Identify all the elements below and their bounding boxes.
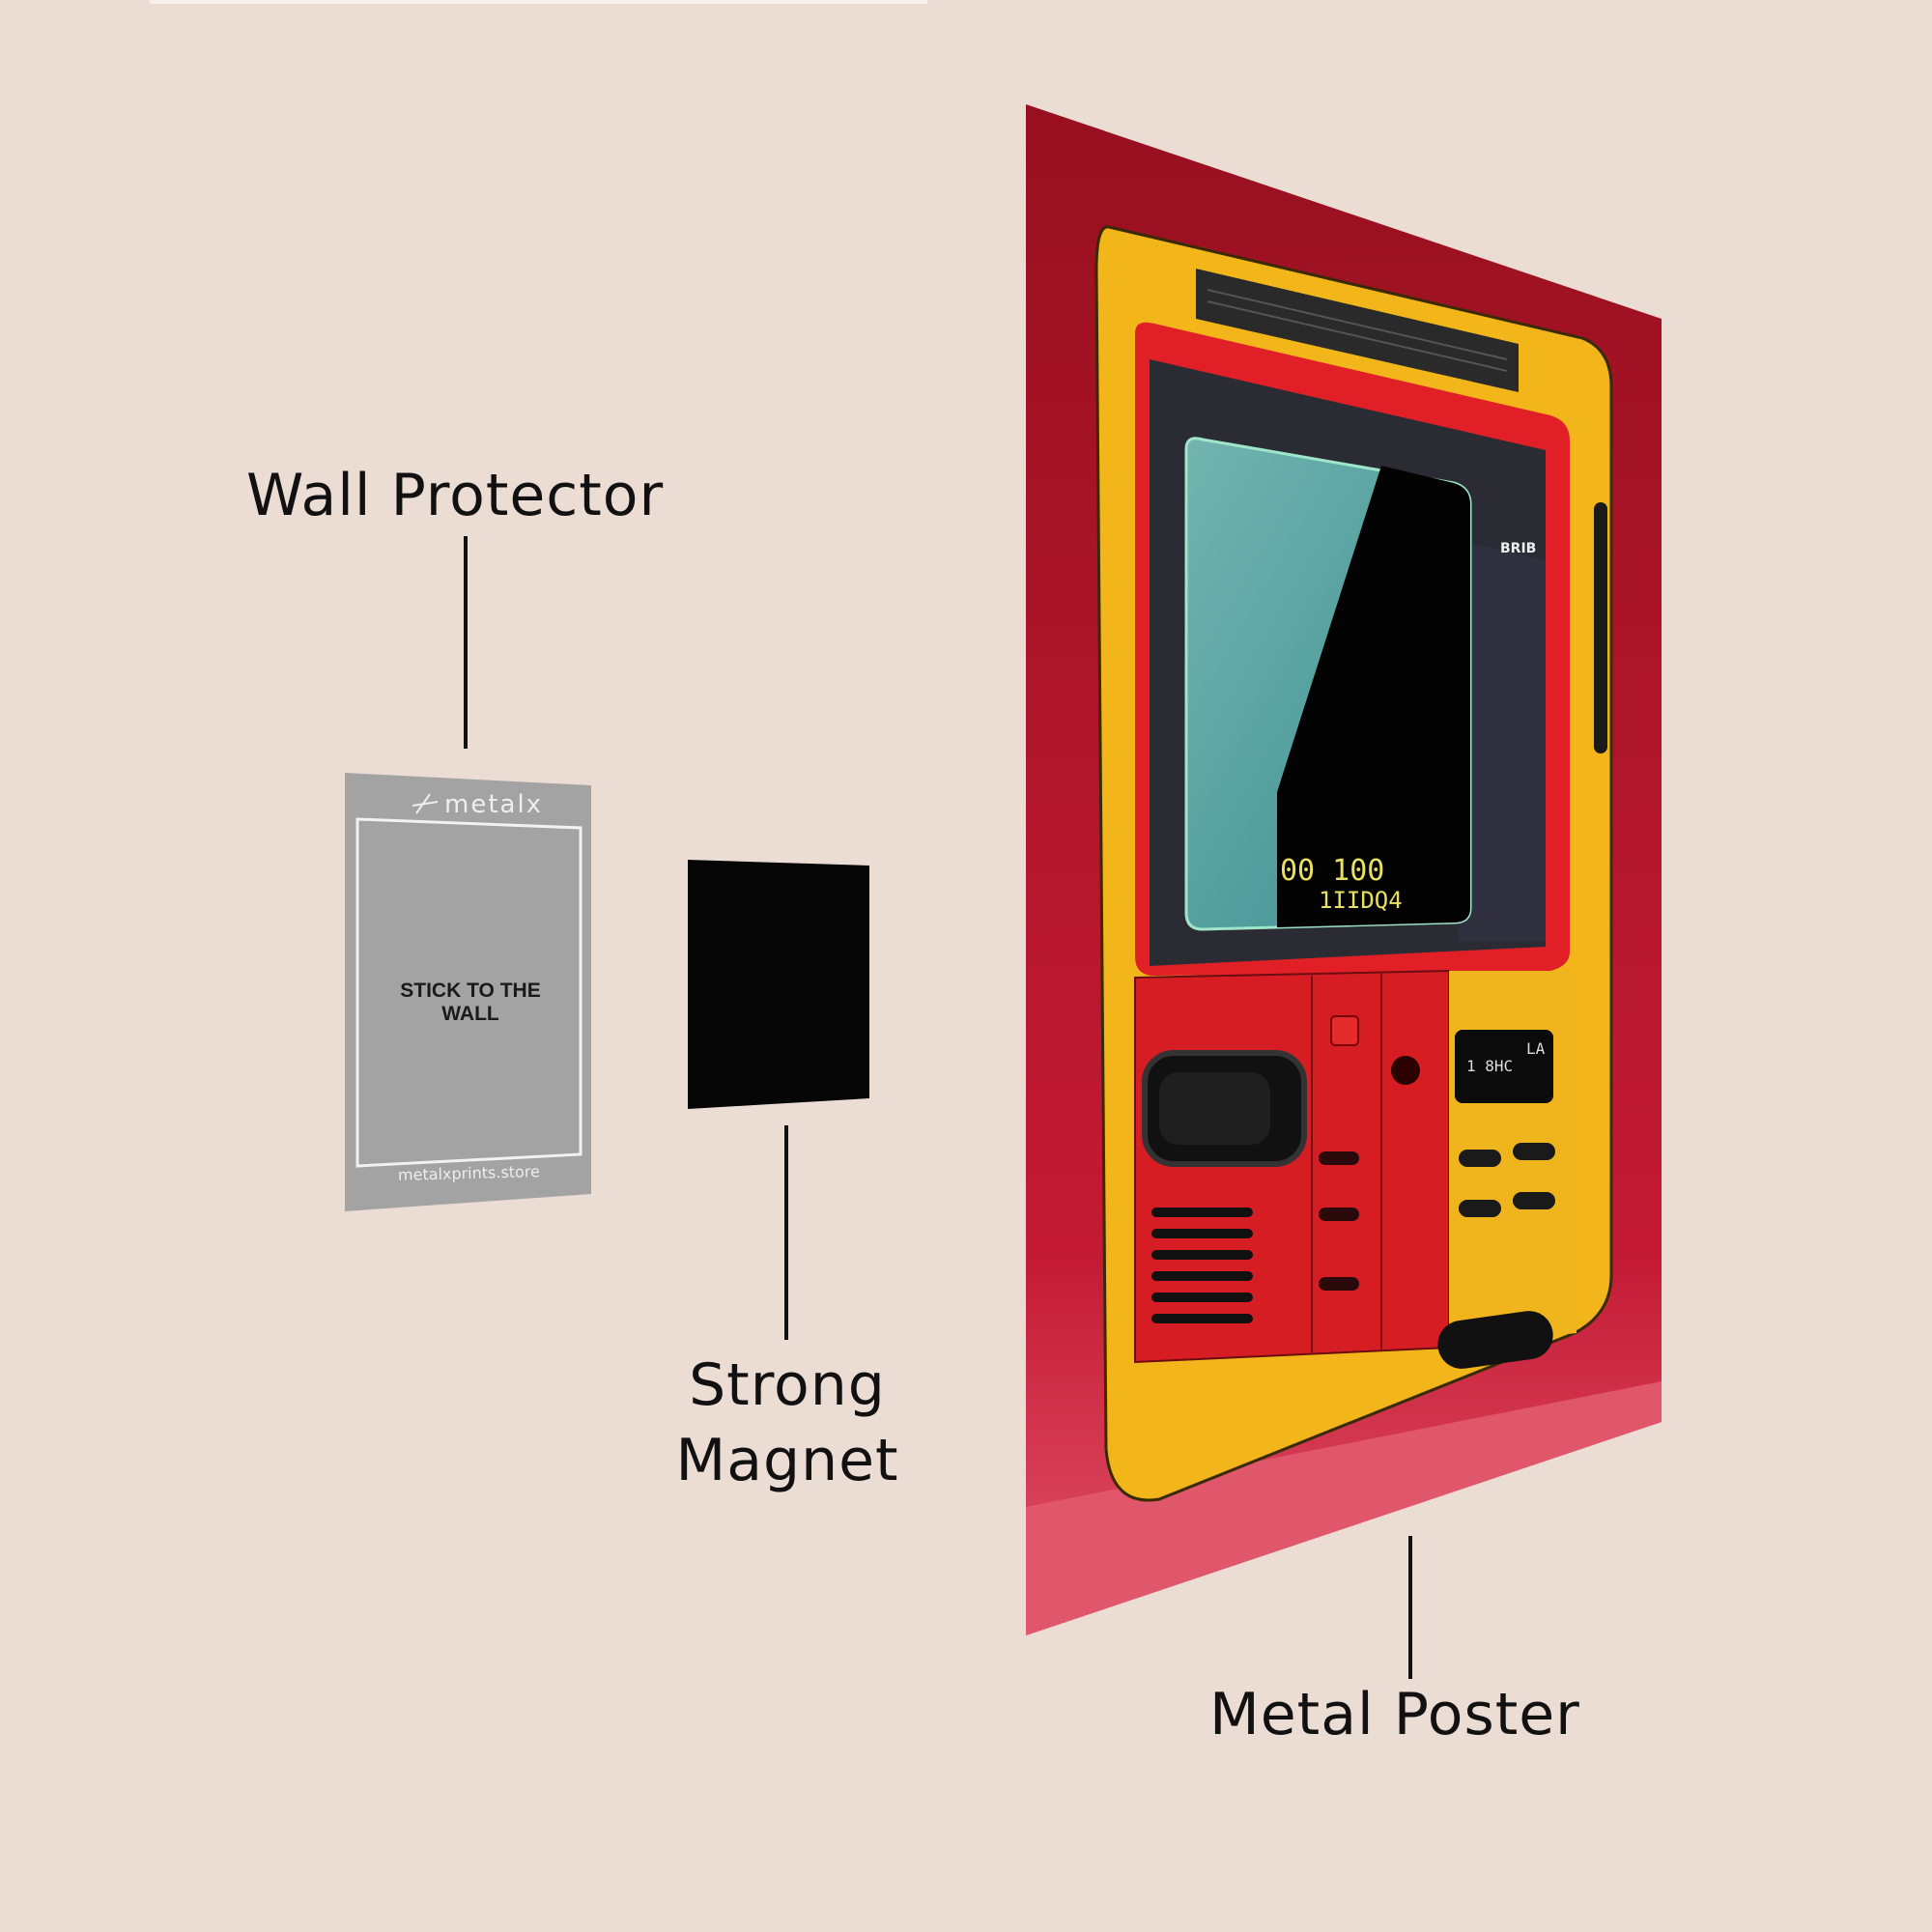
poster-side-label: BRIB <box>1500 541 1537 556</box>
poster-lcd-line2: LA <box>1526 1039 1546 1058</box>
screen-readout-bottom: 1IIDQ4 <box>1319 887 1403 914</box>
strong-magnet-label-line2: Magnet <box>675 1427 899 1494</box>
strong-magnet-callout-line <box>784 1125 788 1340</box>
screen-readout-top: 00 100 <box>1280 854 1385 888</box>
strong-magnet-label: Strong Magnet <box>667 1348 908 1498</box>
metalx-logo-icon <box>412 793 439 814</box>
poster-lcd-line1: 1 8HC <box>1466 1057 1514 1075</box>
protector-brand: metalx <box>444 790 544 819</box>
protector-instruction: STICK TO THE WALL <box>400 980 541 1025</box>
wall-protector-label: Wall Protector <box>246 462 665 529</box>
strong-magnet-plate <box>688 860 869 1109</box>
strong-magnet-label-line1: Strong <box>689 1351 886 1419</box>
wall-protector-callout-line <box>464 536 468 749</box>
metal-poster-label: Metal Poster <box>1209 1681 1580 1748</box>
top-strip <box>150 0 927 4</box>
metal-poster-callout-line <box>1408 1536 1412 1679</box>
